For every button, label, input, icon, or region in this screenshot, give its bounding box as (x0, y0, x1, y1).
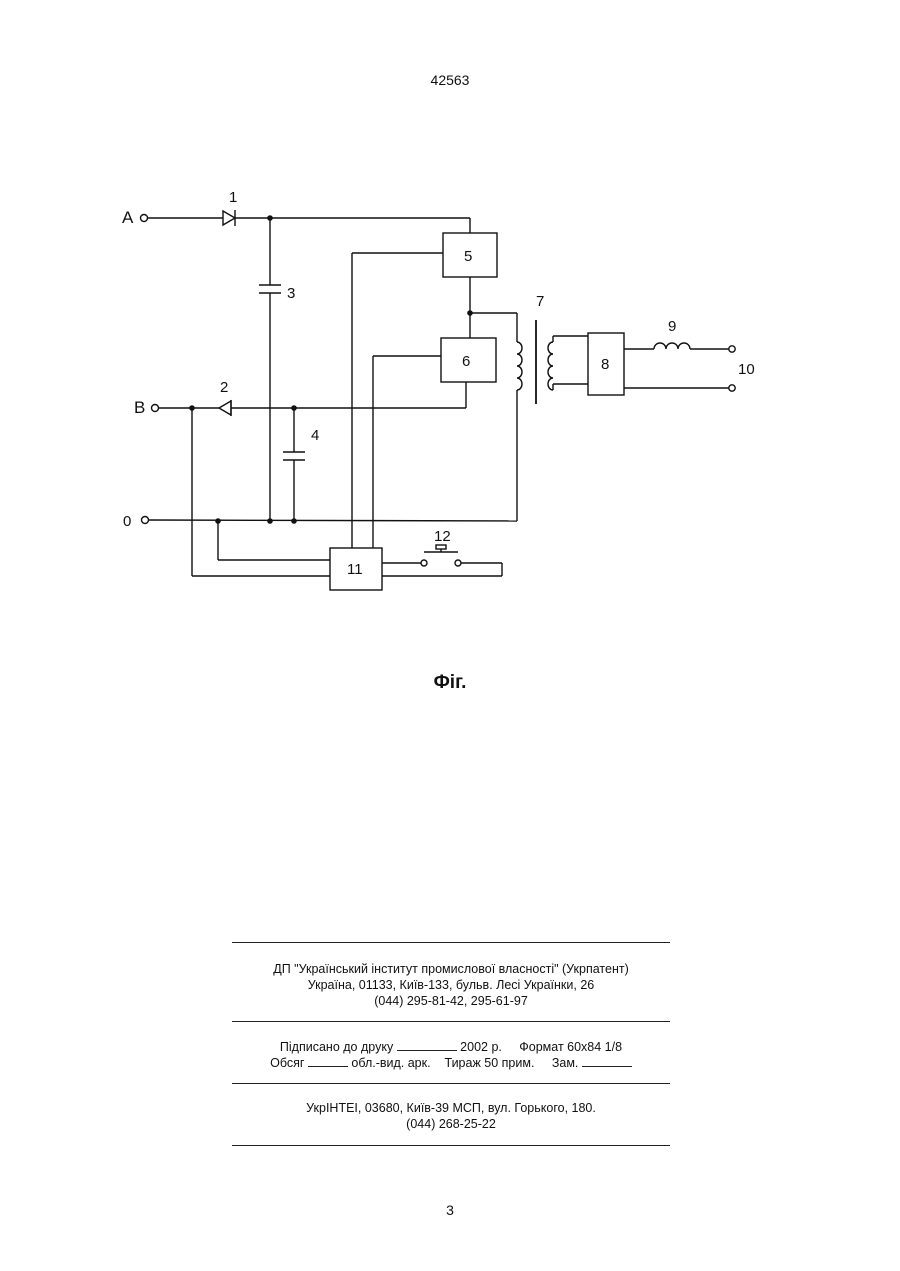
label-diode-1: 1 (229, 189, 237, 206)
signed-label: Підписано до друку (280, 1040, 393, 1054)
publisher-org: ДП "Український інститут промислової вла… (232, 961, 670, 977)
figure-caption: Фіг. (0, 672, 900, 694)
label-output-10: 10 (738, 361, 755, 378)
terminal-b-circle (152, 405, 159, 412)
label-diode-2: 2 (220, 379, 228, 396)
print-signed-row: Підписано до друку 2002 р. Формат 60х84 … (232, 1039, 670, 1055)
label-terminal-a: A (122, 208, 134, 227)
label-block-6: 6 (462, 353, 470, 370)
inductor-9-symbol (654, 343, 690, 349)
terminal-a-circle (141, 215, 148, 222)
imprint-rule-4 (232, 1145, 670, 1146)
imprint-rule-1 (232, 942, 670, 943)
printer-address: УкрІНТЕІ, 03680, Київ-39 МСП, вул. Горьк… (232, 1100, 670, 1116)
label-block-5: 5 (464, 248, 472, 265)
volume-label: Обсяг (270, 1056, 304, 1070)
output-10-top (729, 346, 735, 352)
label-switch-12: 12 (434, 528, 451, 545)
print-volume-row: Обсяг обл.-вид. арк. Тираж 50 прим. Зам. (232, 1055, 670, 1071)
circuit-diagram: A B 0 1 2 3 4 5 6 7 8 9 10 11 12 (0, 0, 900, 640)
run-label: Тираж 50 прим. (444, 1056, 534, 1070)
capacitor-4-symbol (283, 452, 305, 460)
label-inductor-9: 9 (668, 318, 676, 335)
imprint-rule-3 (232, 1083, 670, 1084)
sheets-label: обл.-вид. арк. (351, 1056, 430, 1070)
imprint-publisher: ДП "Український інститут промислової вла… (232, 961, 670, 1009)
label-capacitor-4: 4 (311, 427, 319, 444)
imprint-rule-2 (232, 1021, 670, 1022)
volume-blank (308, 1055, 348, 1067)
label-capacitor-3: 3 (287, 285, 295, 302)
diode-1-symbol (223, 210, 235, 226)
publisher-address: Україна, 01133, Київ-133, бульв. Лесі Ук… (232, 977, 670, 993)
diode-2-symbol (219, 400, 231, 416)
transformer-7-secondary (548, 342, 553, 390)
label-terminal-0: 0 (123, 513, 131, 530)
switch-12-symbol (421, 545, 461, 566)
page-number: 3 (0, 1202, 900, 1218)
terminal-0-circle (142, 517, 149, 524)
output-10-bottom (729, 385, 735, 391)
signed-date-blank (397, 1039, 457, 1051)
printer-phone: (044) 268-25-22 (232, 1116, 670, 1132)
signed-year: 2002 р. (460, 1040, 502, 1054)
label-block-11: 11 (347, 561, 363, 578)
imprint-print-details: Підписано до друку 2002 р. Формат 60х84 … (232, 1039, 670, 1071)
imprint-printer: УкрІНТЕІ, 03680, Київ-39 МСП, вул. Горьк… (232, 1100, 670, 1132)
label-block-8: 8 (601, 356, 609, 373)
capacitor-3-symbol (259, 285, 281, 293)
order-blank (582, 1055, 632, 1067)
format-label: Формат 60х84 1/8 (519, 1040, 622, 1054)
label-terminal-b: B (134, 398, 145, 417)
transformer-7-primary (517, 342, 522, 390)
label-transformer-7: 7 (536, 293, 544, 310)
publisher-phone: (044) 295-81-42, 295-61-97 (232, 993, 670, 1009)
order-label: Зам. (552, 1056, 579, 1070)
